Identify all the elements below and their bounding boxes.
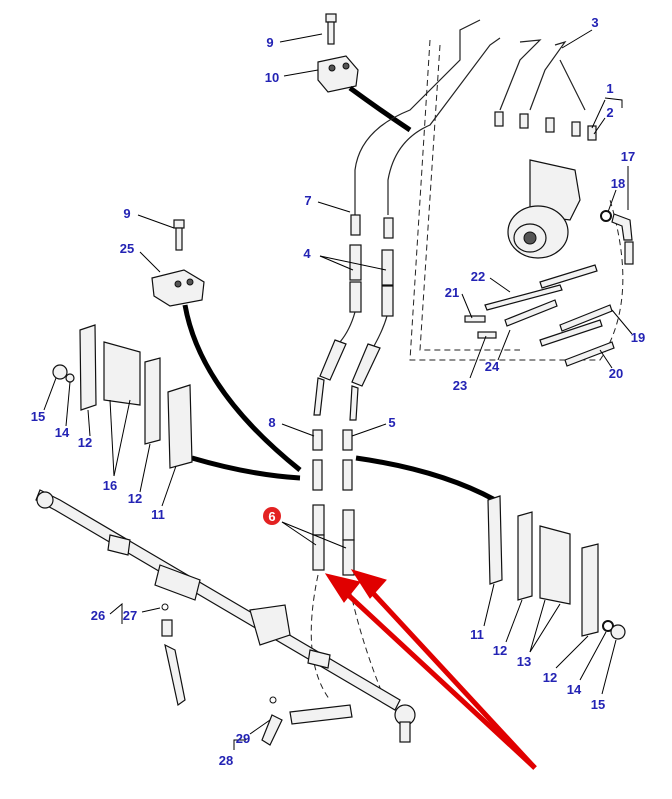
callout-12: 12 <box>493 643 507 658</box>
callout-3: 3 <box>591 15 598 30</box>
callout-24: 24 <box>485 359 500 374</box>
callout-1: 1 <box>606 81 613 96</box>
steering-cylinder <box>35 489 416 743</box>
fittings-top <box>494 111 597 141</box>
hose-fittings-lower <box>312 429 355 576</box>
bolt-left <box>173 219 185 251</box>
callout-6: 6 <box>268 509 275 524</box>
pipe-5 <box>559 59 586 111</box>
callout-11: 11 <box>470 627 484 642</box>
hose-band-top <box>348 85 412 133</box>
hose-route-dashed <box>310 574 331 701</box>
pipe-1 <box>354 19 481 215</box>
callout-25: 25 <box>120 241 134 256</box>
pipe-3 <box>499 39 542 111</box>
callout-7: 7 <box>304 193 311 208</box>
callout-18: 18 <box>611 176 625 191</box>
bracket-set-right <box>487 495 626 640</box>
callout-27: 27 <box>123 608 137 623</box>
callout-16: 16 <box>103 478 117 493</box>
clamp-left <box>151 269 205 307</box>
callout-19: 19 <box>631 330 645 345</box>
pipe-hidden-1 <box>419 44 520 351</box>
hose-band-left <box>182 304 302 472</box>
callout-14: 14 <box>567 682 582 697</box>
callout-9: 9 <box>266 35 273 50</box>
pipe-2 <box>387 37 501 215</box>
callout-26: 26 <box>91 608 105 623</box>
callout-17: 17 <box>621 149 635 164</box>
callout-11: 11 <box>151 507 165 522</box>
callout-4: 4 <box>303 246 311 261</box>
clamp-top <box>317 55 359 93</box>
callout-21: 21 <box>445 285 459 300</box>
callout-20: 20 <box>609 366 623 381</box>
highlight-arrows <box>324 569 537 770</box>
callout-23: 23 <box>453 378 467 393</box>
callout-14: 14 <box>55 425 70 440</box>
o-ring <box>600 210 612 222</box>
hose-band-mid <box>191 455 301 481</box>
hose-fittings-upper <box>313 214 394 421</box>
elbow-fitting <box>611 213 634 265</box>
pipe-4 <box>529 40 567 111</box>
hose-assemblies-right <box>464 264 615 367</box>
callout-8: 8 <box>268 415 275 430</box>
bolt-top <box>325 13 337 45</box>
callout-6-highlight: 6 <box>263 507 281 525</box>
callout-2: 2 <box>606 105 613 120</box>
callout-12: 12 <box>128 491 142 506</box>
pipe-hidden-2 <box>409 39 624 361</box>
callout-9: 9 <box>123 206 130 221</box>
bracket-set-left <box>52 324 193 469</box>
leader-lines <box>43 29 633 750</box>
callout-5: 5 <box>388 415 395 430</box>
callout-29: 29 <box>236 731 250 746</box>
hose-band-right <box>355 455 497 503</box>
hydraulic-motor <box>507 159 581 259</box>
callout-15: 15 <box>31 409 45 424</box>
callout-12: 12 <box>78 435 92 450</box>
callout-15: 15 <box>591 697 605 712</box>
lower-hose <box>161 603 353 746</box>
callout-28: 28 <box>219 753 233 768</box>
callout-13: 13 <box>517 654 531 669</box>
callout-10: 10 <box>265 70 279 85</box>
callout-22: 22 <box>471 269 485 284</box>
callout-12: 12 <box>543 670 557 685</box>
